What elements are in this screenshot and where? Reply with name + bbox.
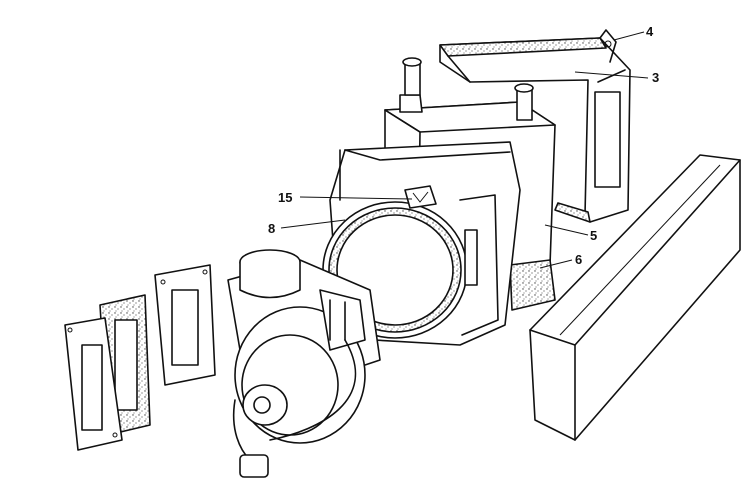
callout-8: 8 xyxy=(268,219,346,236)
callout-label-4: 4 xyxy=(646,24,654,39)
callout-5: 5 xyxy=(544,224,597,243)
callout-4: 4 xyxy=(613,24,654,41)
mounting-plate xyxy=(154,264,216,386)
callout-3: 3 xyxy=(574,70,659,85)
callout-label-6: 6 xyxy=(575,252,582,267)
callout-label-5: 5 xyxy=(590,228,597,243)
blower-assembly xyxy=(227,249,381,478)
rear-housing-frame xyxy=(439,29,631,223)
callout-label-15: 15 xyxy=(278,190,292,205)
callout-label-3: 3 xyxy=(652,70,659,85)
outlet-duct xyxy=(529,154,741,441)
callout-label-8: 8 xyxy=(268,221,275,236)
callout-15: 15 xyxy=(278,190,413,205)
front-frame xyxy=(64,317,123,451)
heater-core xyxy=(384,57,556,276)
foam-seal-block xyxy=(509,259,556,311)
callout-6: 6 xyxy=(539,252,582,269)
